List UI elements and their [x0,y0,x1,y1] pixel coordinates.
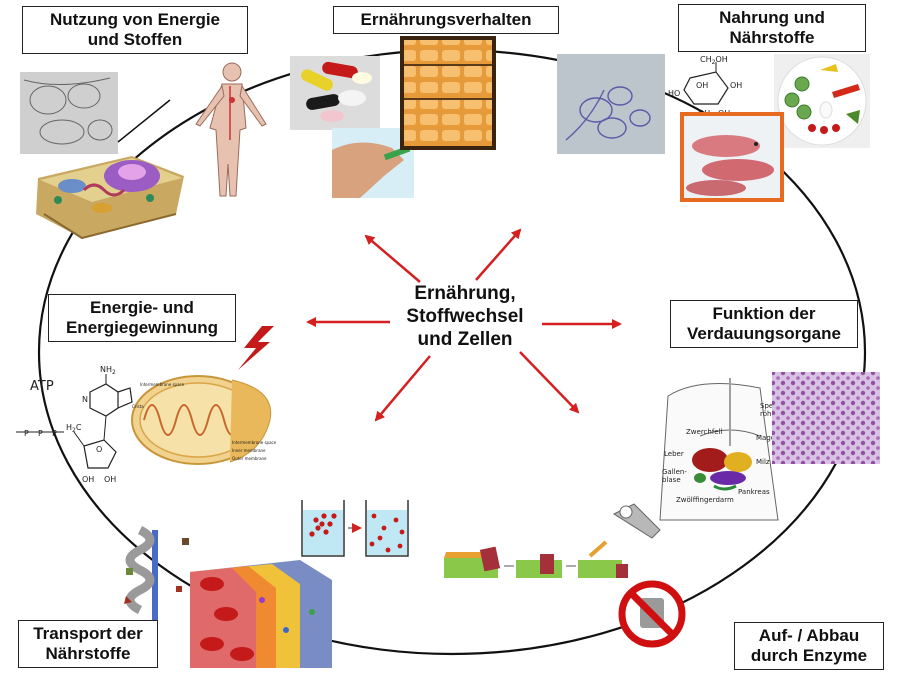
atp-oh-1: OH [82,475,94,484]
atp-ring-o: O [96,445,102,454]
vegetable-plate-photo [774,54,870,148]
mito-label-3: Intermembrane space [232,440,277,445]
atp-nh2: NH2 [100,365,116,376]
glucose-molecule: CH2OH OH OH HO OH OH [668,55,742,118]
atp-title: ATP [30,379,54,394]
starch-micrograph [557,54,665,154]
atp-molecule: ATP NH2 N O OH OH H2C P P P [16,365,133,484]
glucose-oh-2: OH [696,81,708,90]
food-tray-photo [400,36,496,150]
mito-label-1: Intermembrane space [140,382,185,387]
label-zwerchfell: Zwerchfell [686,428,723,436]
label-pankreas: Pankreas [738,488,770,496]
arrow-down-left [374,355,431,422]
label-gallenblase-2: blase [662,476,681,484]
arrow-down-right [519,351,580,414]
center-arrows [306,228,622,422]
mito-label-4: Inner membrane [232,448,266,453]
arrow-up-right [475,228,522,281]
histology-micrograph [772,372,880,464]
atp-n: N [82,395,88,404]
label-ernaehrungsverhalten: Ernährungsverhalten [333,6,559,34]
glucose-ch2oh: CH2OH [700,55,728,66]
label-zwoelffingerdarm: Zwölffingerdarm [676,496,734,504]
protein-helix-illustration [124,525,189,620]
bottle-opener-icon [612,503,661,539]
atp-ch2: H2C [66,423,82,434]
glucose-oh-1: OH [730,81,742,90]
mito-label-2: Crista [132,404,144,409]
cell-illustration [36,156,184,240]
prohibited-sign-icon [618,580,686,648]
lightning-icon [238,326,274,370]
mito-label-5: Outer membrane [232,456,267,461]
label-magen: Magen [756,434,780,442]
blood-vessel-illustration [190,560,332,668]
label-leber: Leber [664,450,684,458]
center-title: Ernährung, Stoffwechsel und Zellen [406,283,524,350]
label-speiseroehre-2: röhre [760,410,778,418]
diffusion-beakers-illustration [301,500,409,557]
mitochondrion-illustration: Intermembrane space Crista Intermembrane… [131,375,277,465]
label-gallenblase-1: Gallen- [662,468,687,476]
atp-p-2: P [38,429,43,438]
fish-photo [680,112,784,202]
atp-p-1: P [24,429,29,438]
cell-micrograph [20,72,118,154]
atp-oh-2: OH [104,475,116,484]
human-figure [195,62,267,197]
glucose-ho: HO [668,89,680,98]
enzyme-illustration [444,540,628,578]
arrow-up-left [364,234,421,283]
digestive-organs-illustration: Speise- röhre Zwerchfell Magen Leber Mil… [659,378,786,521]
atp-p-3: P [52,429,57,438]
pills-photo [290,56,380,130]
label-milz: Milz [756,458,770,466]
